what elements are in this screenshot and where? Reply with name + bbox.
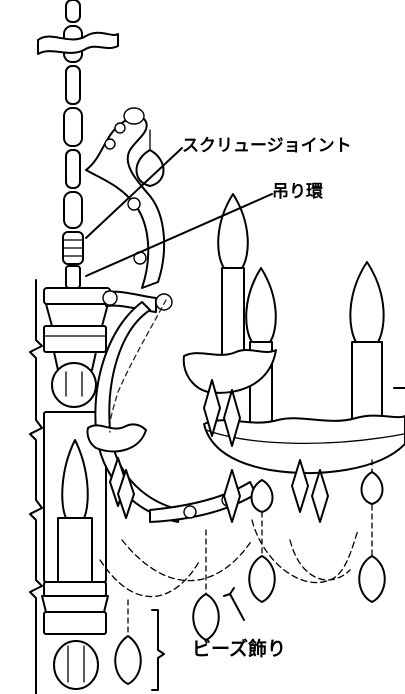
break-marks <box>29 279 43 694</box>
screw-joint <box>62 231 84 265</box>
leader-screw-joint <box>85 147 183 239</box>
bead-garlands <box>99 299 373 641</box>
leader-hanging-ring <box>85 193 273 277</box>
bobeche-cups <box>182 349 405 474</box>
chain-break <box>37 31 119 55</box>
chain <box>63 0 83 229</box>
bobeche-left <box>86 423 147 519</box>
hanging-ring <box>65 265 81 289</box>
screw-joint-label: スクリュージョイント <box>182 136 352 156</box>
candles <box>217 193 405 439</box>
hanging-ring-label: 吊り環 <box>272 182 323 202</box>
crystal-prisms <box>203 379 329 523</box>
bead-decoration-label: ビーズ飾り <box>192 638 287 660</box>
central-stem <box>41 287 111 690</box>
bead-bracket <box>151 609 165 691</box>
leader-beads <box>229 593 245 621</box>
crystal-drops <box>114 471 386 685</box>
top-arm <box>85 107 166 289</box>
leader-lines <box>85 147 273 691</box>
